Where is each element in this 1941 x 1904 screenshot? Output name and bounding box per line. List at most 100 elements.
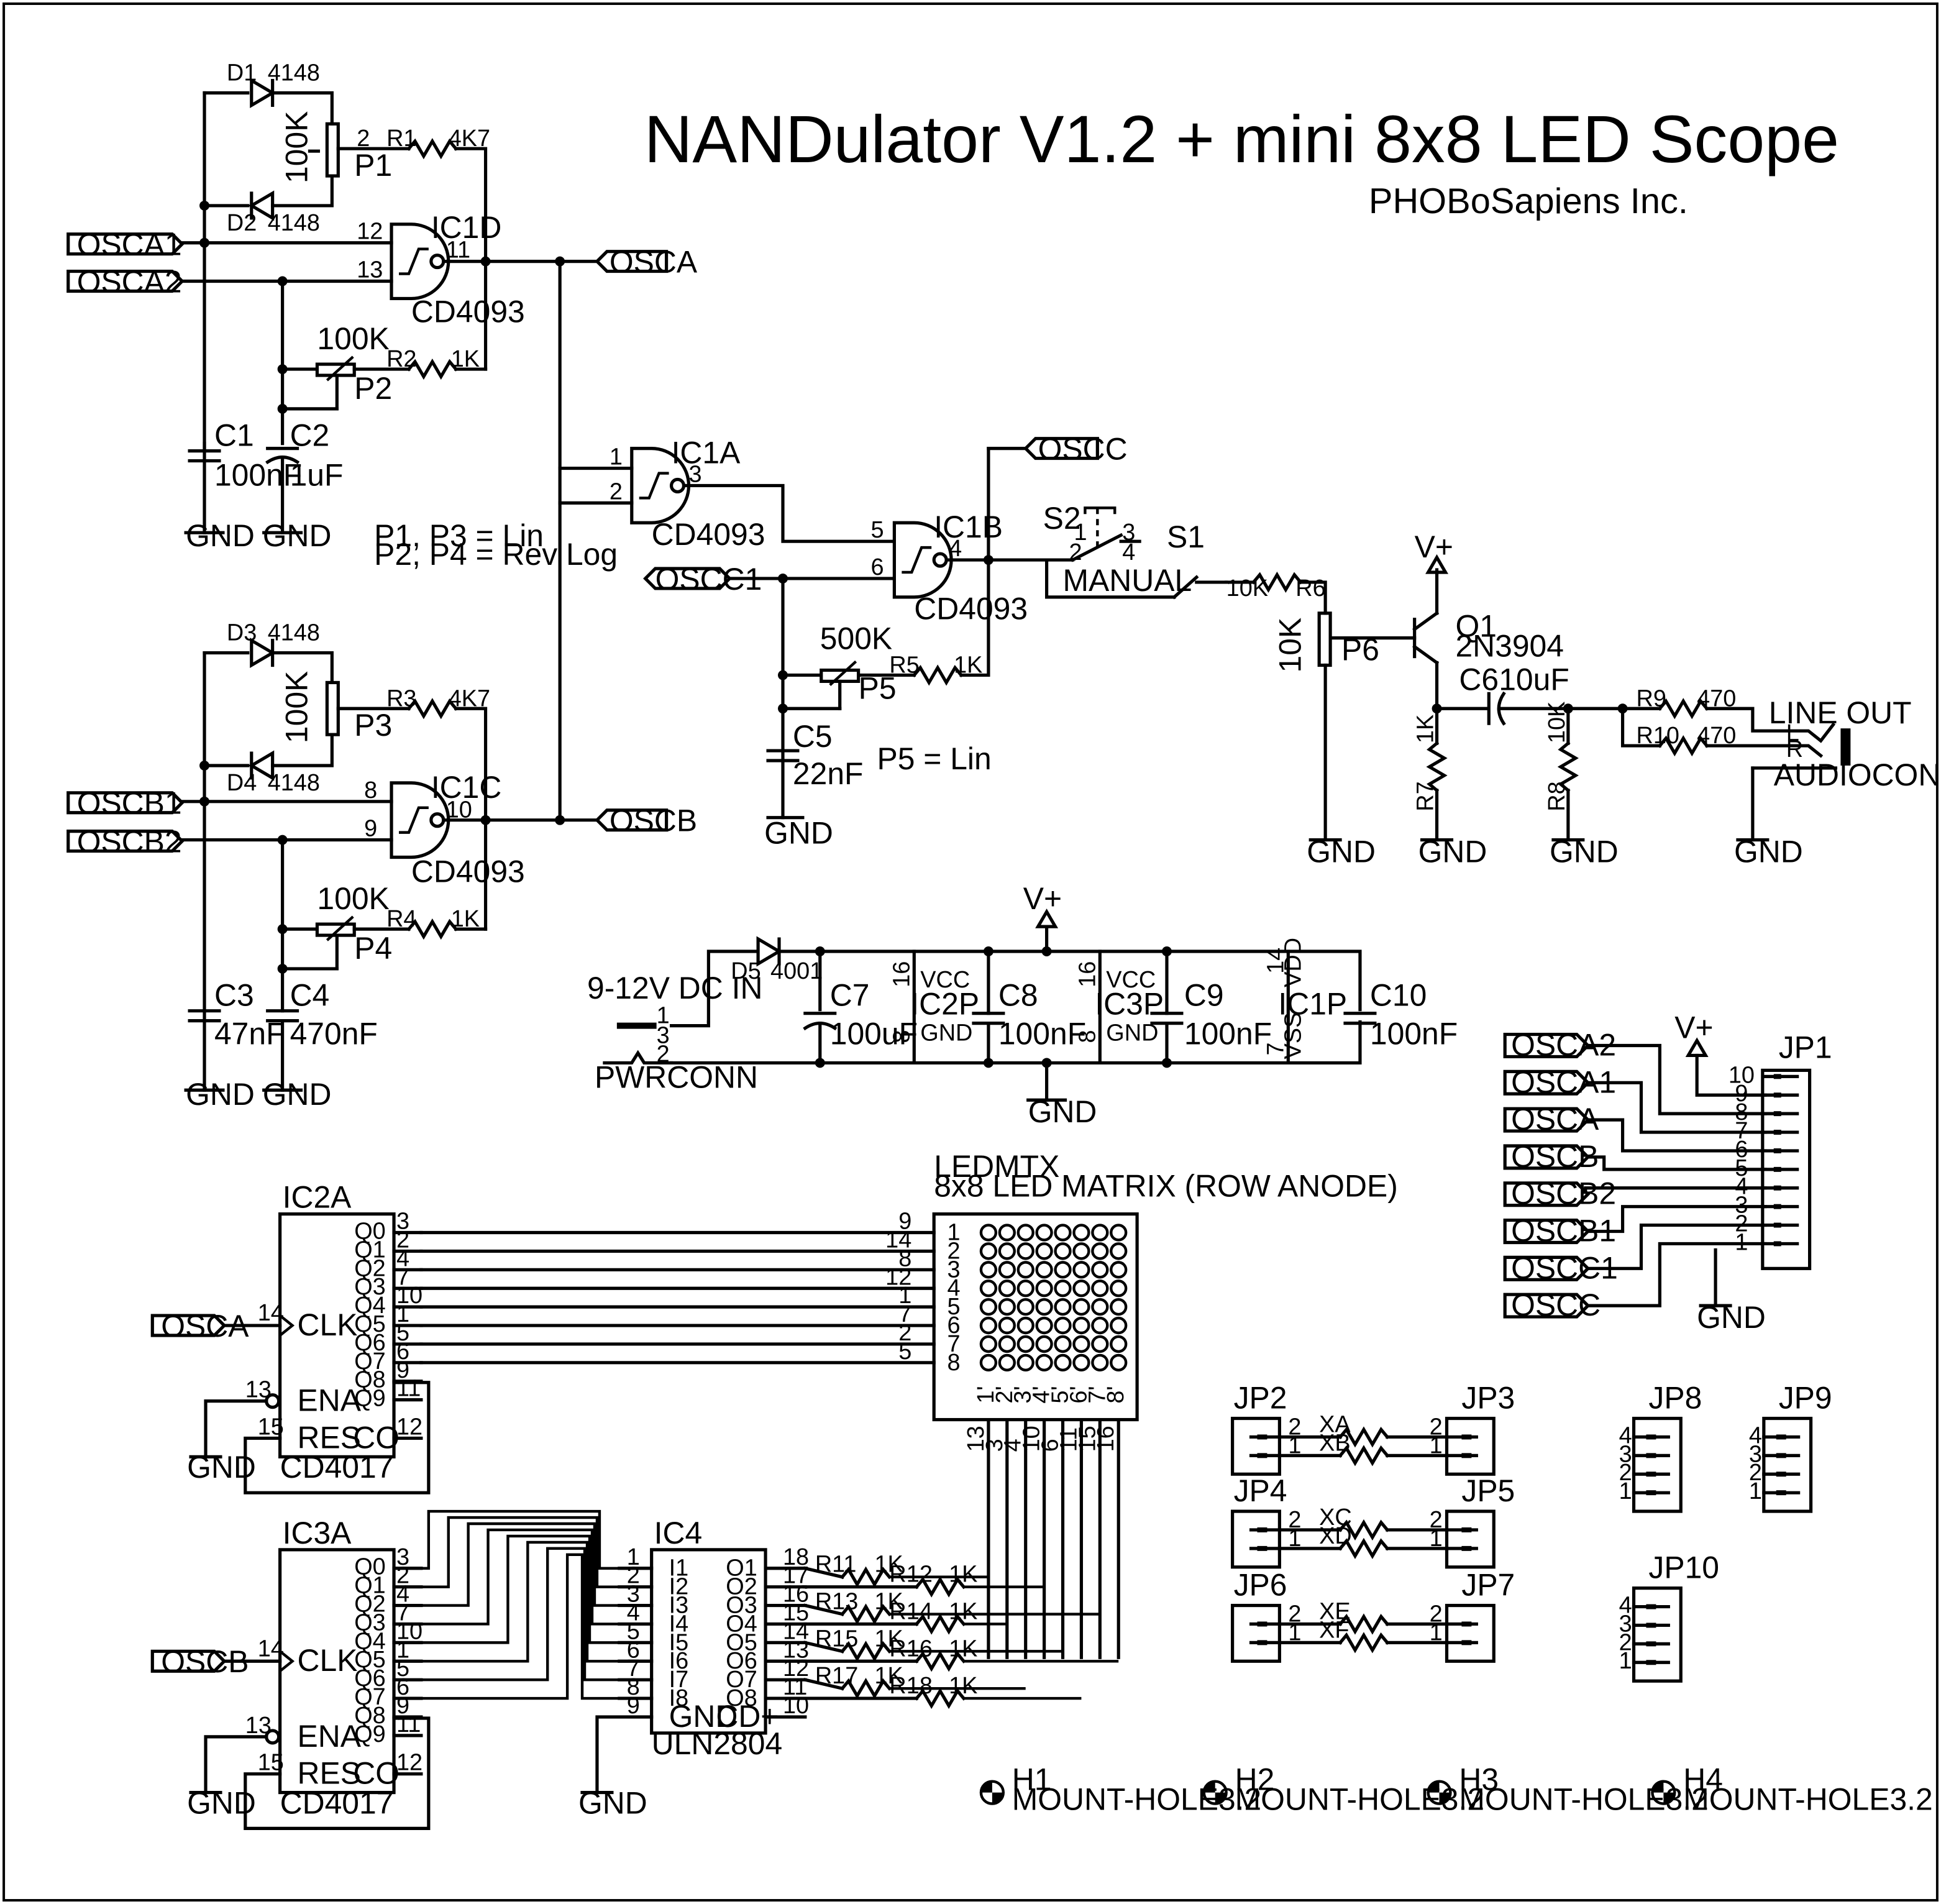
jp-pin: 1 [1288,1526,1301,1552]
r1-label: R1 [386,126,416,152]
led-0-5 [1072,1224,1090,1242]
ic1c-label: IC1C [431,770,502,805]
audioconn-label: AUDIOCONN [1774,757,1941,792]
ic4-pin-in-1: 1 [627,1544,640,1570]
net-oscb-out: OSCB [610,803,697,838]
svg-text:470: 470 [1697,723,1736,749]
ic3a-outs-pin-9: 11 [396,1711,421,1737]
led-5-5 [1072,1316,1090,1335]
matrix-row-pin-7: 5 [898,1339,911,1365]
jp-pin: 2 [1430,1601,1443,1627]
ic4-out-8: O8 [726,1685,757,1711]
svg-text:4148: 4148 [268,770,320,796]
jp2-label: JP2 [1234,1381,1287,1416]
svg-text:R: R [1786,736,1803,762]
c6-value: 10uF [1499,662,1569,697]
gnd-c1: GND [186,518,255,553]
ic3a-outs-pin-1: 2 [396,1563,409,1589]
p6-label: P6 [1341,633,1379,667]
led-0-2 [1016,1224,1034,1242]
ic3a-outs-q3: Q3 [354,1609,386,1636]
led-4-5 [1072,1298,1090,1316]
matrix-row-pin-6: 2 [898,1320,911,1346]
led-7-5 [1072,1353,1090,1371]
matrix-row-pin-3: 12 [885,1264,911,1290]
led-2-1 [998,1261,1016,1279]
jumper-net-xa: XA [1319,1411,1351,1437]
led-6-4 [1054,1335,1072,1353]
svg-text:4K7: 4K7 [449,685,490,712]
led-5-6 [1091,1316,1109,1335]
matrix-row-pin-2: 8 [898,1245,911,1271]
r4-label: R4 [386,906,416,932]
led-3-2 [1016,1279,1034,1298]
h2-label: H2 [1235,1762,1275,1797]
c4-label: C4 [290,978,330,1013]
ic1c-type: CD4093 [411,854,525,889]
ic3p-label: IC3P [1095,987,1164,1022]
schematic-title: NANDulator V1.2 + mini 8x8 LED Scope [644,102,1839,176]
matrix-col-1: 1' [973,1386,999,1403]
r17-value: 1K [875,1663,903,1689]
ic3a-label: IC3A [283,1516,352,1550]
jumper-net-xb: XB [1319,1430,1351,1456]
ic3a-outs-pin-4: 10 [396,1618,422,1644]
svg-text:2: 2 [610,478,623,505]
jp1-net-oscc: OSCC [1511,1288,1601,1322]
r11-value: 1K [875,1552,903,1578]
ic2a-outs-q9: Q9 [354,1386,386,1412]
led-5-3 [1035,1316,1053,1335]
led-1-7 [1110,1242,1128,1260]
jp1-net-oscb: OSCB [1511,1139,1599,1174]
led-2-6 [1091,1261,1109,1279]
led-1-6 [1091,1242,1109,1260]
svg-text:4: 4 [949,536,962,562]
ic3a-outs-q2: Q2 [354,1591,386,1618]
led-0-3 [1035,1224,1053,1242]
net-oscb2: OSCB2 [77,825,182,859]
svg-text:13: 13 [245,1713,272,1739]
ic4-pin-in-3: 3 [627,1581,640,1608]
jp1-net-oscc1: OSCC1 [1511,1250,1618,1285]
jp10-pin-3: 3 [1619,1611,1632,1637]
r14-label: R14 [889,1598,932,1624]
ic1b-type: CD4093 [914,592,1028,626]
svg-text:8: 8 [888,1030,915,1043]
led-2-2 [1016,1261,1034,1279]
svg-text:GND: GND [920,1020,972,1046]
vplus-power: V+ [1023,881,1062,916]
r14-value: 1K [949,1598,977,1624]
svg-text:6: 6 [871,554,884,580]
gnd-r8: GND [1550,834,1619,869]
led-3-4 [1054,1279,1072,1298]
ic3a-outs-q0: Q0 [354,1554,386,1580]
jp9-pin-3: 3 [1749,1441,1762,1467]
jp-pin: 2 [1430,1507,1443,1533]
led-1-3 [1035,1242,1053,1260]
c1-value: 100nF [214,457,302,492]
svg-text:15: 15 [258,1414,284,1440]
nand-mixer: IC1A CD4093 1 2 3 IC1B CD4093 5 6 4 500K… [558,260,1128,851]
manual-label: MANUAL [1063,563,1192,598]
svg-text:3: 3 [657,1023,670,1049]
ic2a-outs-q5: Q5 [354,1311,386,1337]
led-1-1 [998,1242,1016,1260]
ic4-pin-out-1: 18 [783,1544,809,1570]
p2-value: 100K [317,321,389,356]
d5-label: D5 [731,958,760,984]
r13-label: R13 [815,1589,858,1615]
matrix-col-7: 7' [1084,1386,1110,1403]
matrix-row-3: 3 [948,1256,961,1283]
ic2a-outs-q6: Q6 [354,1330,386,1356]
svg-text:1: 1 [1074,519,1087,546]
gnd-c4: GND [263,1077,332,1112]
led-7-2 [1016,1353,1034,1371]
c10-value: 100nF [1370,1017,1458,1051]
ic2a-outs-pin-7: 6 [396,1339,409,1365]
jp10-pin-4: 4 [1619,1593,1632,1619]
gnd-jp1: GND [1697,1300,1766,1335]
ic2a-outs-q4: Q4 [354,1293,386,1319]
ic4-in-7: I7 [669,1667,689,1693]
led-4-7 [1110,1298,1128,1316]
